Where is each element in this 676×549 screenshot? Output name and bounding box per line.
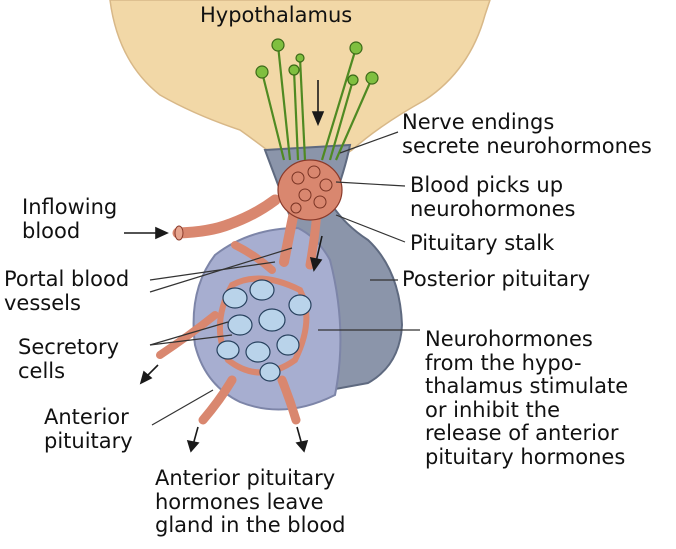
label-neurohormones-line5: release of anterior xyxy=(425,421,619,446)
portal-vessel-3 xyxy=(231,241,276,274)
label-neurohormones-line2: from the hypo- xyxy=(425,350,582,375)
out-vessel-left xyxy=(198,375,237,425)
label-hormones-leave-line2: hormones leave xyxy=(155,489,324,514)
label-anterior-pituitary-line2: pituitary xyxy=(44,428,133,453)
leader-anterior xyxy=(151,389,214,426)
neurons xyxy=(260,44,374,161)
label-hormones-leave-line1: Anterior pituitary xyxy=(155,466,336,490)
stalk-capillaries xyxy=(277,159,343,221)
label-anterior-pituitary-line1: Anterior xyxy=(44,405,129,429)
label-blood-picks-up: Blood picks up neurohormones xyxy=(410,173,576,221)
label-hormones-leave: Anterior pituitary hormones leave gland … xyxy=(155,466,346,538)
label-inflowing-blood-line2: blood xyxy=(22,218,81,243)
leader-portal-1 xyxy=(149,261,276,281)
label-inflowing-blood: Inflowing blood xyxy=(22,195,118,243)
label-secretory-cells-line2: cells xyxy=(18,358,66,383)
label-inflowing-blood-line1: Inflowing xyxy=(22,195,118,219)
label-posterior-pituitary: Posterior pituitary xyxy=(402,267,591,291)
label-anterior-pituitary: Anterior pituitary xyxy=(44,405,133,453)
label-portal-vessels-line1: Portal blood xyxy=(4,267,130,291)
neuron-cell-bodies xyxy=(255,38,379,86)
capillary-net xyxy=(217,275,310,376)
label-neurohormones-line6: pituitary hormones xyxy=(425,444,626,469)
leader-pituitary-stalk xyxy=(335,214,406,243)
leader-lines xyxy=(149,131,420,426)
label-secretory-cells-line1: Secretory xyxy=(18,335,120,359)
label-portal-vessels-line2: vessels xyxy=(4,290,81,315)
leader-nerve-endings xyxy=(339,131,399,154)
leader-blood-picks-up xyxy=(335,181,406,187)
blood-vessels xyxy=(156,180,323,425)
leader-secretory-1 xyxy=(149,321,229,346)
label-neurohormones-stimulate: Neurohormones from the hypo- thalamus st… xyxy=(425,327,629,469)
label-portal-vessels: Portal blood vessels xyxy=(4,267,130,315)
leader-portal-2 xyxy=(149,247,293,293)
label-nerve-endings-line1: Nerve endings xyxy=(402,110,555,134)
label-blood-picks-up-line2: neurohormones xyxy=(410,196,576,221)
out-vessel-right xyxy=(277,375,301,425)
inflowing-vessel xyxy=(172,194,281,239)
leader-secretory-2 xyxy=(149,334,233,346)
vessel-opening xyxy=(174,225,184,241)
label-blood-picks-up-line1: Blood picks up xyxy=(410,173,564,197)
label-neurohormones-line4: or inhibit the xyxy=(425,397,560,422)
label-pituitary-stalk: Pituitary stalk xyxy=(410,231,555,255)
label-nerve-endings: Nerve endings secrete neurohormones xyxy=(402,110,652,158)
label-secretory-cells: Secretory cells xyxy=(18,335,120,383)
stalk-flow-arrow xyxy=(315,235,323,263)
secretory-vessel xyxy=(156,311,219,359)
flow-arrows xyxy=(124,80,325,453)
label-neurohormones-line1: Neurohormones xyxy=(425,327,593,351)
label-hypothalamus: Hypothalamus xyxy=(200,3,353,27)
label-neurohormones-line3: thalamus stimulate xyxy=(425,374,629,399)
label-nerve-endings-line2: secrete neurohormones xyxy=(402,133,652,158)
label-hormones-leave-line3: gland in the blood xyxy=(155,513,346,538)
secretory-cells xyxy=(216,279,312,382)
stalk-capillary-pattern xyxy=(290,165,333,214)
